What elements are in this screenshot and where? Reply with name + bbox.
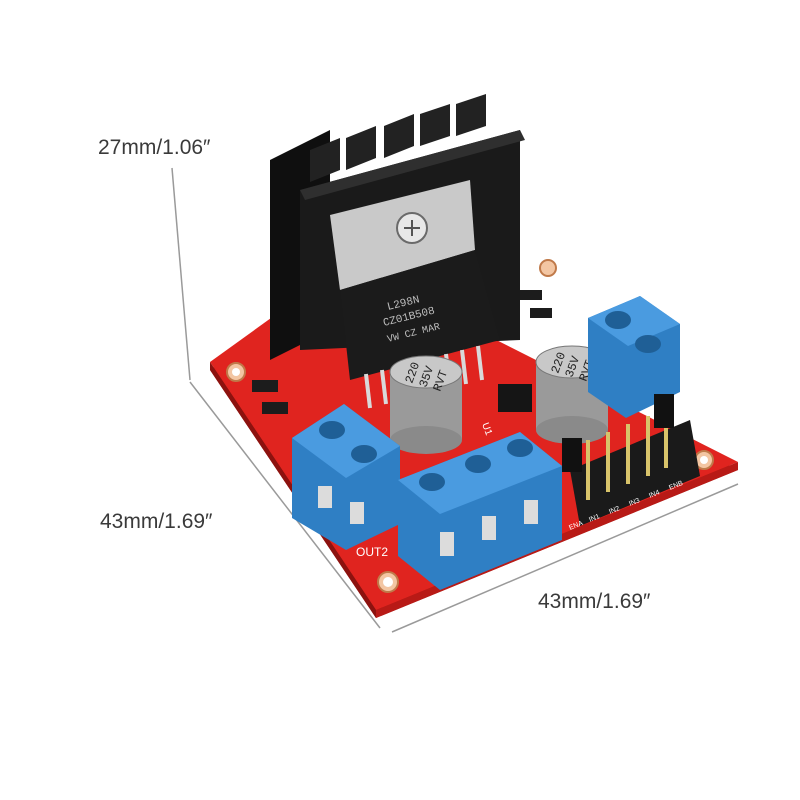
terminal-screw [351,445,377,463]
mounting-hole-center [383,577,393,587]
width-dimension-label: 43mm/1.69″ [538,590,651,613]
header-pins [562,394,700,526]
terminal-opening [524,500,538,524]
capacitor-left: 220 35V RVT [389,355,463,454]
mounting-hole [539,259,557,277]
dimension-lines [171,167,739,633]
height-dimension-line [171,167,191,381]
terminal-screw [605,311,631,329]
smd-resistor [530,308,552,318]
smd-resistor [262,402,288,414]
capacitor-marking: 220 [403,360,424,385]
smd-resistor [520,290,542,300]
regulator-chip [498,384,532,412]
header-label: IN2 [608,505,621,516]
terminal-opening [350,502,364,524]
mounting-holes [226,259,714,593]
out2-label: OUT2 [356,545,388,559]
jumper-cap [562,438,582,472]
smd-components [252,290,552,414]
capacitor-marking: 220 [549,350,570,375]
smd-resistor [252,380,278,392]
terminal-block-out2 [292,404,400,550]
jumper-cap [654,394,674,428]
capacitor-marking: RVT [431,368,452,393]
l298n-chip: L298N CZ01B508 VW CZ MAR [330,180,500,409]
depth-dimension-label: 43mm/1.69″ [100,510,213,533]
height-dimension-label: 27mm/1.06″ [98,136,211,159]
depth-dimension-line [189,381,381,629]
width-dimension-line [391,483,739,633]
terminal-opening [440,532,454,556]
terminal-block-power [398,432,562,590]
terminal-screw [507,439,533,457]
header-label: IN3 [628,497,641,508]
mounting-hole-center [700,456,708,464]
terminal-opening [318,486,332,508]
terminal-screw [419,473,445,491]
terminal-screw [319,421,345,439]
side-marking: U1 [479,421,494,437]
terminal-opening [482,516,496,540]
terminal-block-out1 [588,296,680,418]
mounting-hole-center [232,368,240,376]
header-label: IN4 [648,489,661,500]
terminal-screw [635,335,661,353]
header-label: IN1 [588,513,601,524]
terminal-screw [465,455,491,473]
